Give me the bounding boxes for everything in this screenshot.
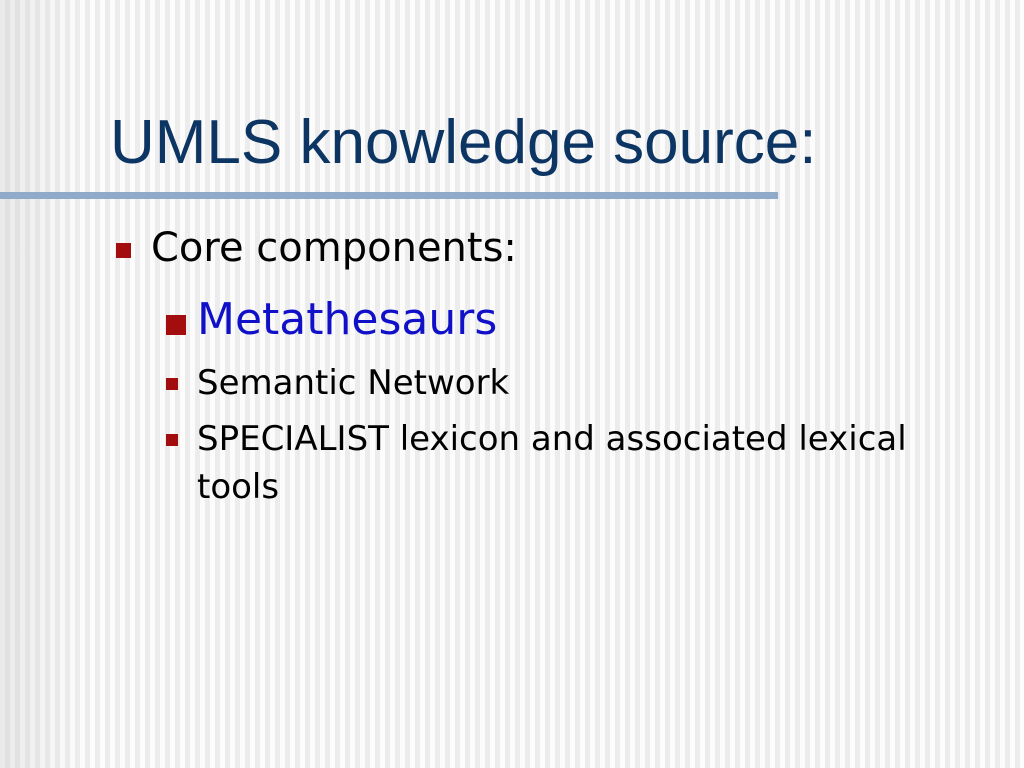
bullet-core-components: Core components: [116, 220, 517, 276]
square-bullet-icon [116, 243, 131, 258]
bullet-text: SPECIALIST lexicon and associated lexica… [197, 419, 907, 507]
bullet-text: Metathesaurs [197, 294, 498, 345]
background-shade [0, 0, 80, 768]
bullet-text: Semantic Network [197, 363, 510, 403]
slide-title: UMLS knowledge source: [110, 108, 817, 177]
square-bullet-icon [166, 315, 186, 335]
bullet-text: Core components: [151, 225, 517, 271]
bullet-metathesaurus: Metathesaurs [166, 290, 497, 350]
square-bullet-icon [166, 378, 178, 390]
bullet-specialist-lexicon: SPECIALIST lexicon and associated lexica… [166, 415, 927, 511]
bullet-semantic-network: Semantic Network [166, 359, 927, 407]
title-underline [0, 192, 778, 199]
square-bullet-icon [166, 434, 178, 446]
